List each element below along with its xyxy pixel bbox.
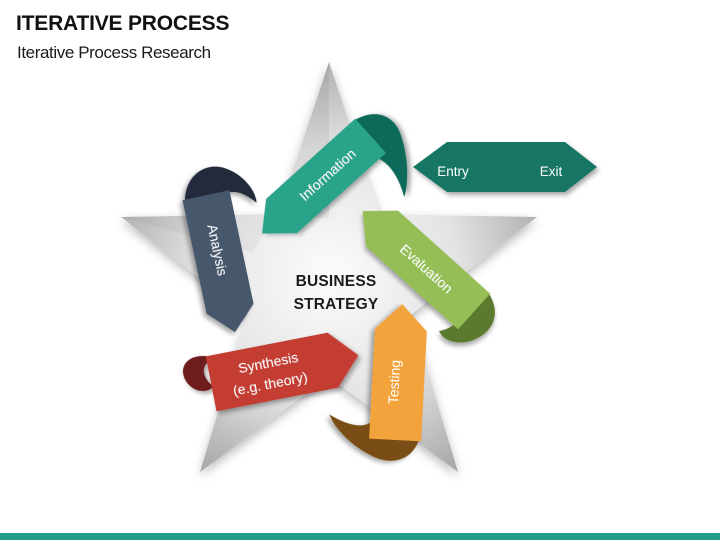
exit-label: Exit	[540, 164, 563, 179]
ribbon-analysis-curl	[184, 166, 257, 203]
star-shape	[121, 62, 537, 472]
ribbon-analysis-band	[182, 190, 254, 333]
ribbon-synthesis-curl	[182, 356, 214, 391]
center-label-line1: BUSINESS	[296, 273, 377, 290]
ribbon-testing	[329, 304, 427, 461]
footer-accent-bar	[0, 533, 720, 540]
center-label-line2: STRATEGY	[294, 296, 379, 313]
ribbon-information-band	[262, 118, 386, 234]
ribbon-synthesis: Synthesis (e.g. theory)	[182, 332, 359, 412]
slide-header: ITERATIVE PROCESS Iterative Process Rese…	[16, 12, 229, 63]
ribbon-testing-label: Testing	[385, 359, 403, 404]
entry-exit-arrow: Entry Exit	[413, 142, 597, 192]
entry-exit-shape	[413, 142, 597, 192]
ribbon-evaluation-band	[362, 210, 491, 330]
ribbon-synthesis-band	[205, 332, 359, 412]
entry-label: Entry	[437, 164, 469, 179]
slide-subtitle: Iterative Process Research	[17, 43, 211, 62]
slide-title: ITERATIVE PROCESS	[16, 12, 230, 35]
center-label: BUSINESS STRATEGY	[294, 273, 379, 313]
ribbon-testing-band	[369, 304, 427, 442]
ribbon-evaluation: Evaluation	[362, 210, 495, 343]
ribbon-information: Information	[262, 114, 408, 234]
star-body	[121, 62, 537, 472]
ribbon-analysis: Analysis	[182, 166, 257, 333]
